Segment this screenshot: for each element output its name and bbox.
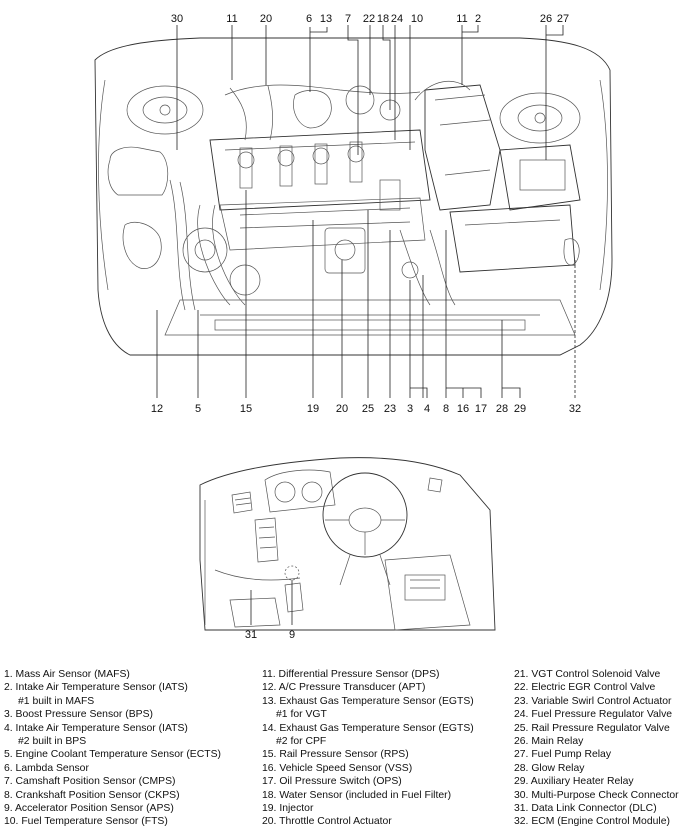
callout-10: 10: [411, 13, 423, 25]
interior-callouts: 31 9: [245, 629, 295, 640]
legend-item-10: 10. Fuel Temperature Sensor (FTS): [4, 816, 168, 828]
engine-bottom-leader-lines: [156, 190, 576, 398]
callout-23: 23: [384, 403, 396, 415]
callout-19: 19: [307, 403, 319, 415]
legend-item-29: 29. Auxiliary Heater Relay: [514, 776, 634, 788]
component-location-diagram: 30 11 20 6 13 7 22 18 24 10 11 2 26 27 1…: [94, 13, 613, 640]
callout-4: 4: [424, 403, 430, 415]
callout-29: 29: [514, 403, 526, 415]
callout-7: 7: [345, 13, 351, 25]
interior-leader-lines: [250, 580, 293, 625]
legend-item-13-note: #1 for VGT: [276, 709, 327, 721]
legend-item-4-note: #2 built in BPS: [18, 736, 87, 748]
callout-22: 22: [363, 13, 375, 25]
callout-11: 11: [226, 13, 237, 25]
callout-30: 30: [171, 13, 183, 25]
legend-item-26: 26. Main Relay: [514, 736, 584, 748]
callout-16: 16: [457, 403, 469, 415]
legend-item-21: 21. VGT Control Solenoid Valve: [514, 669, 661, 680]
legend-item-16: 16. Vehicle Speed Sensor (VSS): [262, 762, 413, 774]
callout-8: 8: [443, 403, 449, 415]
legend-item-8: 8. Crankshaft Position Sensor (CKPS): [4, 789, 180, 801]
callout-26: 26: [540, 13, 552, 25]
callout-18: 18: [377, 13, 389, 25]
callout-32: 32: [569, 403, 581, 415]
legend-item-1: 1. Mass Air Sensor (MAFS): [4, 669, 130, 680]
legend-item-24: 24. Fuel Pressure Regulator Valve: [514, 709, 673, 721]
callout-2: 2: [475, 13, 481, 25]
callout-27: 27: [557, 13, 569, 25]
legend-item-22: 22. Electric EGR Control Valve: [514, 682, 656, 694]
engine-top-leader-lines: [176, 25, 564, 160]
legend-item-30: 30. Multi-Purpose Check Connector: [514, 789, 679, 801]
callout-20: 20: [260, 13, 272, 25]
legend-item-17: 17. Oil Pressure Switch (OPS): [262, 776, 402, 788]
callout-6: 6: [306, 13, 312, 25]
engine-bay-illustration: [94, 37, 613, 356]
legend-item-9: 9. Accelerator Position Sensor (APS): [4, 803, 174, 815]
legend-item-25: 25. Rail Pressure Regulator Valve: [514, 722, 670, 734]
callout-5: 5: [195, 403, 201, 415]
callout-13: 13: [320, 13, 332, 25]
callout-20b: 20: [336, 403, 348, 415]
legend-item-3: 3. Boost Pressure Sensor (BPS): [4, 709, 153, 721]
legend-item-11: 11. Differential Pressure Sensor (DPS): [262, 669, 440, 680]
callout-17: 17: [475, 403, 487, 415]
legend-item-2: 2. Intake Air Temperature Sensor (IATS): [4, 682, 188, 694]
legend-item-19: 19. Injector: [262, 803, 314, 815]
legend-item-2-note: #1 built in MAFS: [18, 695, 95, 707]
legend-item-31: 31. Data Link Connector (DLC): [514, 803, 657, 815]
callout-28: 28: [496, 403, 508, 415]
legend-item-13: 13. Exhaust Gas Temperature Sensor (EGTS…: [262, 695, 474, 707]
legend-item-4: 4. Intake Air Temperature Sensor (IATS): [4, 722, 188, 734]
legend-item-14: 14. Exhaust Gas Temperature Sensor (EGTS…: [262, 722, 474, 734]
legend-column-2: 11. Differential Pressure Sensor (DPS) 1…: [262, 668, 512, 829]
legend-item-7: 7. Camshaft Position Sensor (CMPS): [4, 776, 176, 788]
legend-item-27: 27. Fuel Pump Relay: [514, 749, 612, 761]
callout-12: 12: [151, 403, 163, 415]
legend-item-32: 32. ECM (Engine Control Module): [514, 816, 670, 828]
engine-bottom-callouts: 12 5 15 19 20 25 23 3 4 8 16 17 28 29 32: [151, 403, 581, 415]
engine-top-callouts: 30 11 20 6 13 7 22 18 24 10 11 2 26 27: [171, 13, 569, 25]
interior-dashboard-illustration: [199, 457, 496, 631]
legend-item-12: 12. A/C Pressure Transducer (APT): [262, 682, 426, 694]
legend-item-15: 15. Rail Pressure Sensor (RPS): [262, 749, 409, 761]
legend-item-6: 6. Lambda Sensor: [4, 762, 89, 774]
callout-9: 9: [289, 629, 295, 640]
legend-item-20: 20. Throttle Control Actuator: [262, 816, 392, 828]
legend-item-14-note: #2 for CPF: [276, 736, 327, 748]
callout-15: 15: [240, 403, 252, 415]
component-legend: 1. Mass Air Sensor (MAFS) 2. Intake Air …: [0, 668, 700, 828]
legend-item-28: 28. Glow Relay: [514, 762, 585, 774]
legend-column-1: 1. Mass Air Sensor (MAFS) 2. Intake Air …: [4, 668, 254, 829]
callout-11b: 11: [456, 13, 467, 25]
legend-item-18: 18. Water Sensor (included in Fuel Filte…: [262, 789, 452, 801]
legend-item-23: 23. Variable Swirl Control Actuator: [514, 695, 672, 707]
callout-24: 24: [391, 13, 403, 25]
legend-column-3: 21. VGT Control Solenoid Valve 22. Elect…: [514, 668, 700, 829]
callout-31: 31: [245, 629, 257, 640]
legend-item-5: 5. Engine Coolant Temperature Sensor (EC…: [4, 749, 221, 761]
callout-3: 3: [407, 403, 413, 415]
callout-25: 25: [362, 403, 374, 415]
